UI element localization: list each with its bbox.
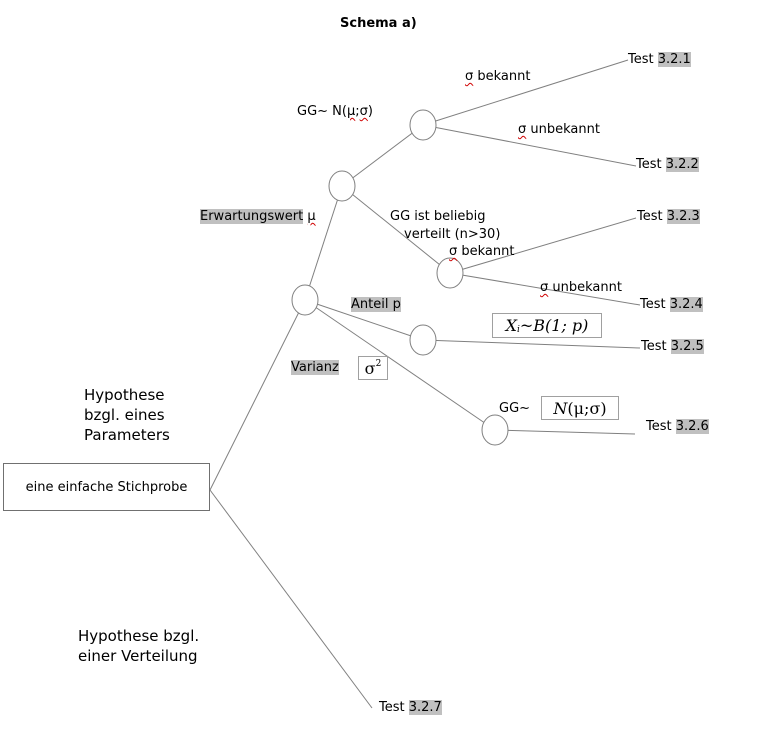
- test-label-3-2-2: Test 3.2.2: [636, 157, 699, 173]
- formula-normal-close: ): [600, 398, 607, 418]
- formula-normal-n: N: [553, 398, 568, 418]
- label-sigma-bekannt-upper: σ bekannt: [465, 69, 530, 85]
- unbekannt-text: unbekannt: [548, 280, 622, 295]
- unbekannt-text: unbekannt: [526, 122, 600, 137]
- start-box: eine einfache Stichprobe: [3, 463, 210, 511]
- label-varianz: Varianz: [291, 360, 339, 376]
- test-prefix: Test: [628, 52, 658, 67]
- test-label-3-2-7: Test 3.2.7: [379, 700, 442, 716]
- edge-n2-n3: [341, 124, 424, 187]
- formula-binomial-rest: ~B(1; p): [519, 316, 589, 335]
- gg-normal-prefix: GG~ N(: [297, 104, 347, 119]
- bekannt-text: bekannt: [457, 244, 515, 259]
- node-normal: [409, 109, 437, 141]
- label-gg-varianz: GG~: [499, 401, 531, 416]
- sigma-symbol: σ: [540, 280, 549, 295]
- test-prefix: Test: [636, 157, 666, 172]
- test-number: 3.2.1: [657, 52, 691, 67]
- formula-normal-sigma: σ: [589, 398, 601, 418]
- test-label-3-2-1: Test 3.2.1: [628, 52, 691, 68]
- edge-n5-test325: [422, 339, 641, 349]
- test-number: 3.2.4: [669, 297, 703, 312]
- node-erwartungswert: [328, 170, 356, 202]
- formula-normal: N(μ ; σ): [541, 396, 619, 420]
- test-label-3-2-3: Test 3.2.3: [637, 209, 700, 225]
- formula-normal-open: (: [567, 398, 574, 418]
- gg-normal-sigma: σ: [359, 104, 368, 119]
- node-beliebig: [436, 257, 464, 289]
- test-prefix: Test: [379, 700, 409, 715]
- node-varianz: [481, 414, 509, 446]
- label-sigma-bekannt-lower: σ bekannt: [449, 244, 514, 260]
- bekannt-text: bekannt: [473, 69, 531, 84]
- test-label-3-2-4: Test 3.2.4: [640, 297, 703, 313]
- node-parameter: [291, 284, 319, 316]
- label-gg-normal: GG~ N(μ;σ): [297, 104, 373, 120]
- sigma-squared-exponent: 2: [375, 359, 382, 369]
- test-number: 3.2.5: [670, 339, 704, 354]
- sigma-symbol: σ: [518, 122, 527, 137]
- test-number: 3.2.2: [665, 157, 699, 172]
- hypothesis-parameter-line3: Parameters: [84, 426, 170, 444]
- gg-normal-sep: ;: [355, 104, 360, 119]
- edge-n1-n2: [304, 185, 343, 301]
- hypothesis-parameter-line2: bzgl. eines: [84, 406, 165, 424]
- sigma-symbol: σ: [465, 69, 474, 84]
- label-gg-beliebig-line1: GG ist beliebig: [390, 209, 486, 224]
- test-prefix: Test: [640, 297, 670, 312]
- formula-binomial-index: i: [516, 324, 520, 335]
- edge-start-test327: [209, 489, 373, 709]
- formula-binomial-x: X: [505, 316, 517, 335]
- label-anteil: Anteil p: [351, 297, 401, 313]
- anteil-text: Anteil p: [351, 297, 401, 312]
- gg-normal-mu: μ: [346, 104, 356, 119]
- hypothesis-distribution-line1: Hypothese bzgl.: [78, 627, 200, 645]
- test-label-3-2-5: Test 3.2.5: [641, 339, 704, 355]
- hypothesis-distribution-line2: einer Verteilung: [78, 647, 198, 665]
- edge-n4-test323: [449, 217, 637, 274]
- varianz-text: Varianz: [291, 360, 339, 375]
- label-sigma-unbekannt-upper: σ unbekannt: [518, 122, 600, 138]
- hypothesis-parameter-line1: Hypothese: [84, 386, 165, 404]
- label-gg-beliebig-line2: verteilt (n>30): [404, 227, 501, 242]
- gg-normal-suffix: ): [367, 104, 373, 119]
- test-prefix: Test: [646, 419, 676, 434]
- start-label: eine einfache Stichprobe: [25, 479, 188, 495]
- test-prefix: Test: [637, 209, 667, 224]
- mu-symbol: μ: [307, 209, 316, 224]
- formula-normal-mu: μ: [573, 398, 585, 418]
- sigma-squared-symbol: σ: [364, 358, 376, 378]
- test-number: 3.2.7: [408, 700, 442, 715]
- sigma-symbol: σ: [449, 244, 458, 259]
- edge-start-n1: [209, 299, 306, 491]
- test-prefix: Test: [641, 339, 671, 354]
- edge-n1-n6: [304, 299, 496, 431]
- edge-n4-test324: [449, 272, 641, 306]
- test-number: 3.2.3: [666, 209, 700, 224]
- test-label-3-2-6: Test 3.2.6: [646, 419, 709, 435]
- erwartungswert-text: Erwartungswert: [200, 209, 304, 224]
- edge-n3-test322: [422, 124, 637, 167]
- label-sigma-unbekannt-lower: σ unbekannt: [540, 280, 622, 296]
- edge-n3-test321: [422, 59, 629, 126]
- edge-n1-n5: [304, 299, 424, 341]
- test-number: 3.2.6: [675, 419, 709, 434]
- formula-normal-sep: ;: [584, 398, 590, 418]
- label-erwartungswert: Erwartungswert μ: [200, 209, 316, 225]
- edge-n2-n4: [341, 185, 451, 274]
- edge-n6-test326: [494, 429, 636, 435]
- page-title: Schema a): [340, 16, 417, 31]
- node-anteil: [409, 324, 437, 356]
